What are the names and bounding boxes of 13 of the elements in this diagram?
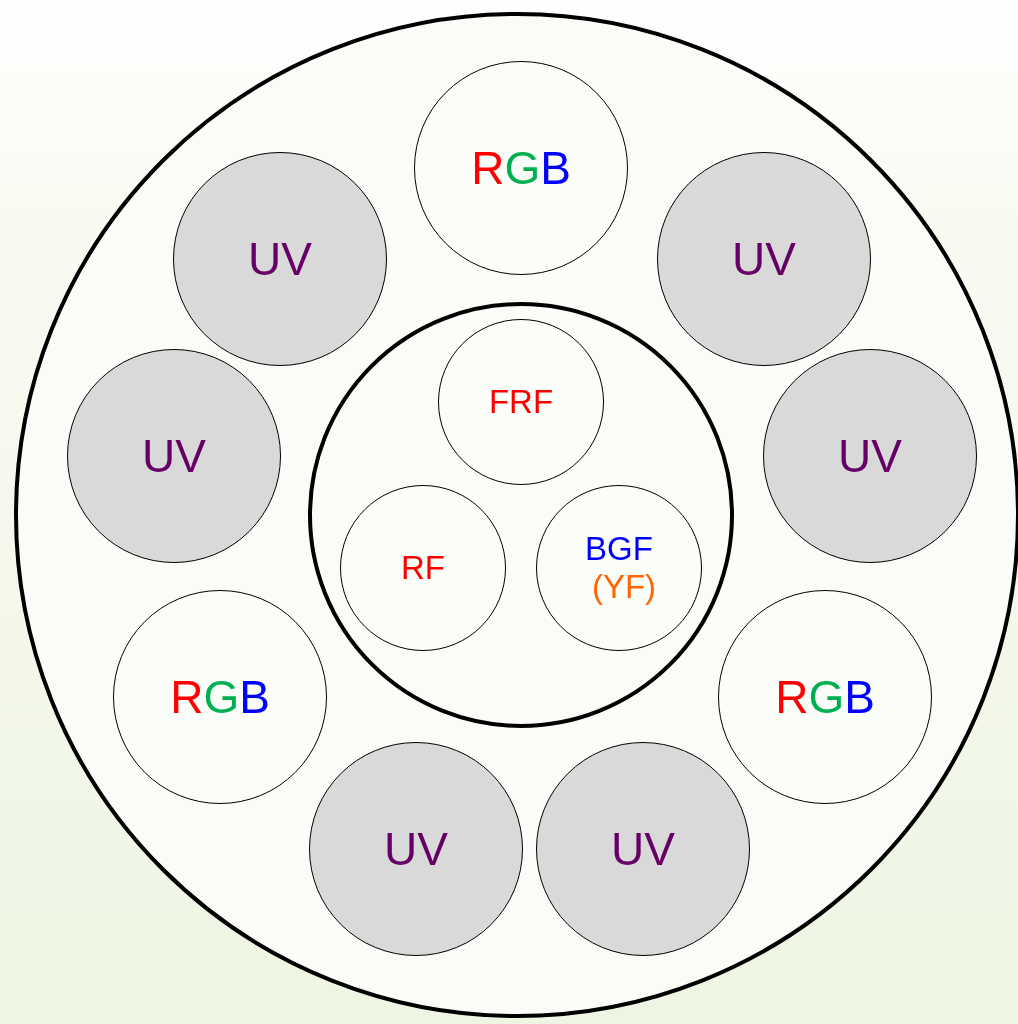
filter-label: RGB bbox=[471, 141, 571, 195]
filter-label: RF bbox=[401, 549, 445, 587]
filter-label: (YF) bbox=[591, 568, 657, 606]
filter-label: RGB bbox=[170, 670, 270, 724]
filter-label: RGB bbox=[775, 670, 875, 724]
filter-label: UV bbox=[838, 429, 902, 483]
filter-label: UV bbox=[248, 232, 312, 286]
filter-label: UV bbox=[384, 822, 448, 876]
filter-label: UV bbox=[611, 822, 675, 876]
filter-label: FRF bbox=[488, 383, 554, 421]
filter-label: UV bbox=[142, 429, 206, 483]
filter-label: UV bbox=[732, 232, 796, 286]
filter-label: BGF bbox=[585, 530, 653, 568]
